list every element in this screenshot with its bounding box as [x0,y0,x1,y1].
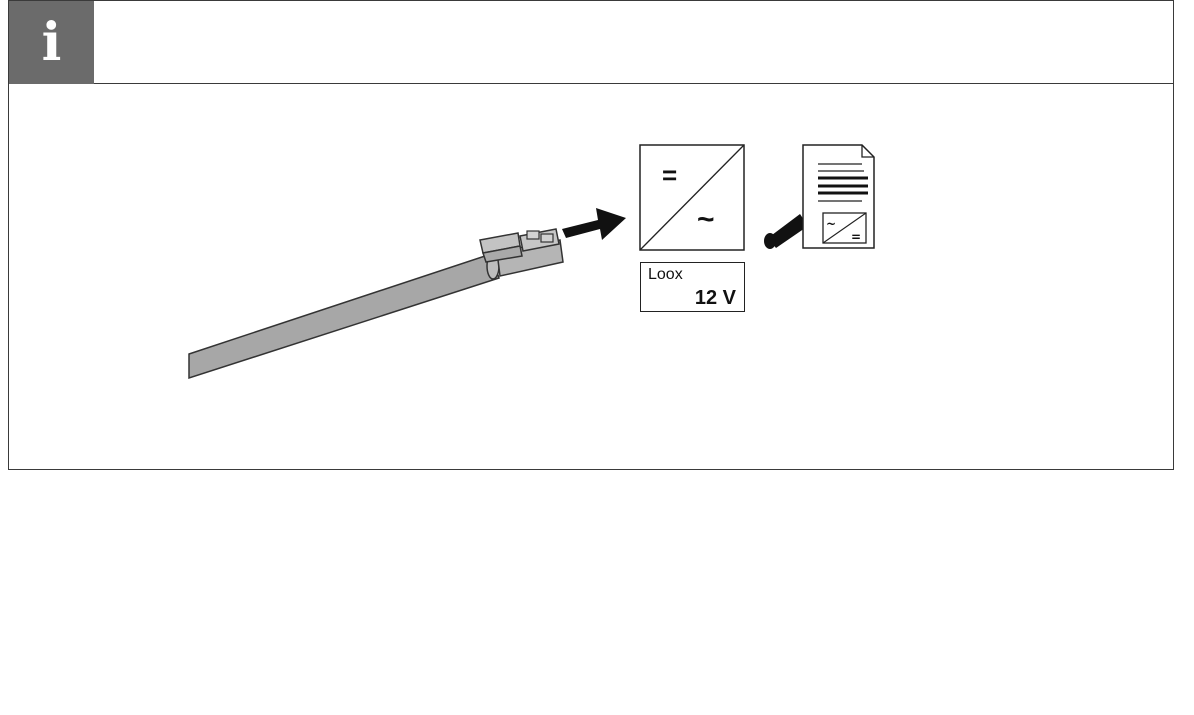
insert-arrow [562,208,626,240]
cable-with-plug [188,228,564,380]
panel-header: i [9,0,1173,84]
ac-symbol: ~ [697,203,715,236]
driver-brand: Loox [648,266,683,283]
info-icon-glyph: i [41,11,62,73]
dc-symbol: = [662,160,678,190]
document-icon: ~ = [802,144,875,249]
svg-text:=: = [851,230,861,244]
driver-label: Loox 12 V [640,262,745,312]
info-panel: i [8,0,1174,470]
info-icon: i [9,1,94,84]
power-driver [639,144,745,251]
driver-voltage: 12 V [694,287,736,309]
svg-text:~: ~ [826,217,836,231]
